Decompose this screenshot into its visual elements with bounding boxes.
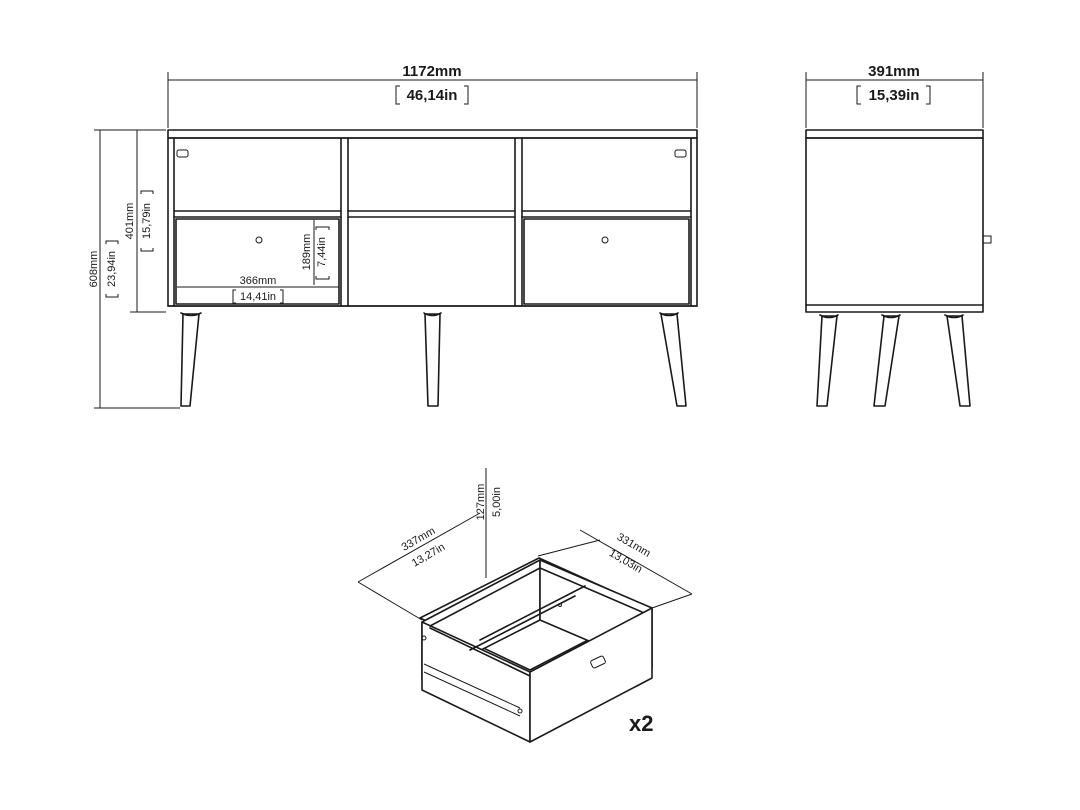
drawer-width-line xyxy=(579,529,693,595)
body-height-mm: 401mm xyxy=(124,203,136,240)
side-view: 391mm 15,39in xyxy=(805,63,992,407)
right-drawer-knob xyxy=(601,236,609,244)
right-drawer-front xyxy=(523,218,690,305)
drawer-isometric: 337mm 13,27in 331mm 13,03in 127mm 5,00in… xyxy=(357,468,693,743)
drawer-front-knob xyxy=(590,655,606,669)
total-height-mm: 608mm xyxy=(88,251,100,288)
side-depth-mm: 391mm xyxy=(868,63,920,80)
front-width-in: 46,14in xyxy=(407,87,458,104)
side-depth-in: 15,39in xyxy=(869,87,920,104)
drawer-height-in: 5,00in xyxy=(491,487,503,517)
drawer-quantity: x2 xyxy=(629,711,653,736)
side-knob xyxy=(982,235,992,244)
drawer-height-mm: 127mm xyxy=(475,484,487,521)
leg-center xyxy=(424,313,441,407)
compartment-height-mm: 189mm xyxy=(301,234,313,271)
front-view: 1172mm 46,14in xyxy=(88,63,698,409)
side-leg-front xyxy=(816,315,838,407)
side-panel xyxy=(805,137,984,313)
top-board xyxy=(167,129,698,139)
compartment-width-in: 14,41in xyxy=(240,291,276,303)
left-drawer-front xyxy=(175,218,340,305)
drawer-front-panel xyxy=(529,607,653,743)
side-leg-middle xyxy=(873,315,900,407)
total-height-in: 23,94in xyxy=(106,251,118,287)
side-leg-back xyxy=(946,315,971,407)
body-height-in: 15,79in xyxy=(141,203,153,239)
left-drawer-knob xyxy=(255,236,263,244)
leg-left xyxy=(180,313,200,407)
compartment-width-mm: 366mm xyxy=(240,275,277,287)
front-width-mm: 1172mm xyxy=(402,63,461,80)
compartment-height-in: 7,44in xyxy=(316,237,328,267)
leg-right xyxy=(660,313,687,407)
drawer-depth-line xyxy=(357,512,481,583)
